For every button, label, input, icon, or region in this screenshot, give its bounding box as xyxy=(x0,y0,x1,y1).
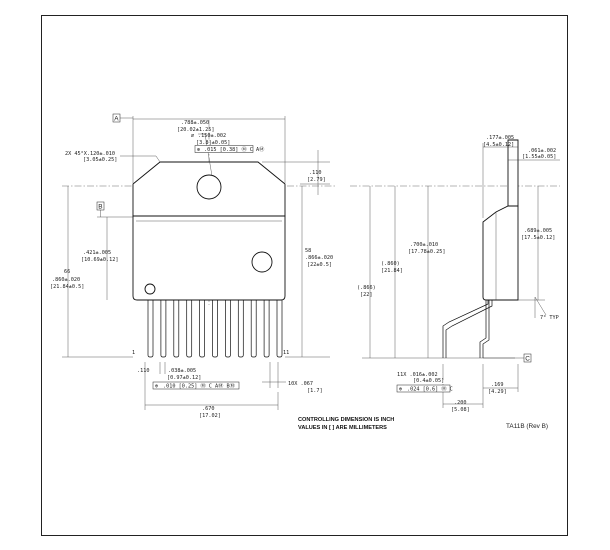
fcf-lead-symbol: ⊕ xyxy=(155,384,158,390)
dim-689: .689±.005 xyxy=(524,228,552,234)
fcf-side-box xyxy=(396,384,451,393)
datum-c-label: C xyxy=(525,355,530,362)
molded-body xyxy=(132,215,286,301)
dim-860-side-mm: [21.84] xyxy=(381,268,403,274)
dim-200: .200 xyxy=(454,400,467,406)
dim-177-mm: [4.5±0.12] xyxy=(483,142,514,148)
side-lead-back xyxy=(482,300,490,358)
note-millimeters: VALUES IN [ ] ARE MILLIMETERS xyxy=(298,425,387,431)
front-view xyxy=(62,120,335,358)
dim-angle: 7° TYP xyxy=(540,315,559,321)
pin-11-label: 11 xyxy=(283,350,289,356)
dim-860: .860±.020 xyxy=(52,277,80,283)
dim-chamfer-mm: [3.05±0.25] xyxy=(83,157,117,163)
dim-421: .421±.005 xyxy=(83,250,111,256)
dim-width: .788±.050 xyxy=(181,120,209,126)
dim-700: .700±.010 xyxy=(410,242,438,248)
dim-chamfer: 2X 45°X.120±.010 xyxy=(65,151,115,157)
fcf-lead: .010 [0.25] Ⓜ C AⓂ BⓂ xyxy=(163,382,235,390)
package-lead xyxy=(186,300,193,358)
package-lead xyxy=(237,300,244,358)
fcf-hole: .015 [0.38] Ⓜ C AⓂ xyxy=(204,145,264,153)
package-lead xyxy=(225,300,231,358)
dim-421-mm: [10.69±0.12] xyxy=(81,257,118,263)
side-lead-front-inner xyxy=(442,300,489,358)
package-lead xyxy=(199,300,205,358)
dim-hole: .150±.002 xyxy=(198,133,226,139)
datum-b-label: B xyxy=(98,203,102,210)
package-lead xyxy=(276,300,283,358)
dim-width-mm: [20.02±1.25] xyxy=(177,127,214,133)
dim-866-side-mm: [22] xyxy=(360,292,373,298)
fcf-hole-box xyxy=(194,145,254,153)
package-lead xyxy=(212,300,218,358)
dim-061: .061±.002 xyxy=(528,148,556,154)
angle-ref-line xyxy=(534,296,547,316)
datum-c-box xyxy=(523,353,532,363)
package-lead xyxy=(250,300,257,358)
note-controlling-dimension: CONTROLLING DIMENSION IS INCH xyxy=(298,417,394,423)
dim-700-mm: [17.78±0.25] xyxy=(408,249,445,255)
side-view xyxy=(350,139,560,358)
dim-lead-width: .038±.005 xyxy=(168,368,196,374)
datum-a-label: A xyxy=(114,115,119,122)
dim-177: .177±.005 xyxy=(486,135,514,141)
fcf-lead-box xyxy=(152,381,240,390)
side-dimension-lines xyxy=(362,143,560,408)
package-lead xyxy=(147,300,154,358)
dim-66: 66 xyxy=(64,269,70,275)
dim-tab-mm: [2.79] xyxy=(307,177,326,183)
dim-11x: 11X .016±.002 xyxy=(397,372,438,378)
dim-tab: .110 xyxy=(309,170,322,176)
dim-866-mm: [22±0.5] xyxy=(307,262,332,268)
dim-10x: 10X .067 xyxy=(288,381,313,387)
dim-689-mm: [17.5±0.12] xyxy=(521,235,555,241)
fcf-side: .024 [0.6] Ⓜ C xyxy=(407,385,453,393)
dim-169: .169 xyxy=(491,382,504,388)
drawing-frame xyxy=(41,15,568,536)
dim-pitch: .110 xyxy=(137,368,150,374)
package-lead xyxy=(160,300,167,358)
dim-860-mm: [21.84±0.5] xyxy=(50,284,84,290)
dim-10x-mm: [1.7] xyxy=(307,388,323,394)
dim-670: .670 xyxy=(202,406,215,412)
side-body xyxy=(482,205,519,301)
ejector-mark-large xyxy=(251,251,273,273)
package-lead xyxy=(263,300,270,358)
side-tab xyxy=(507,139,519,207)
ejector-mark-small xyxy=(144,283,156,295)
package-lead xyxy=(173,300,180,358)
diameter-symbol: ⌀ xyxy=(191,133,194,139)
dim-866: .866±.020 xyxy=(305,255,333,261)
dim-670-mm: [17.02] xyxy=(199,413,221,419)
dim-169-mm: [4.29] xyxy=(488,389,507,395)
drawing-reference: TA11B (Rev B) xyxy=(506,423,548,430)
dim-11x-mm: [0.4±0.05] xyxy=(413,378,444,384)
mounting-hole xyxy=(196,174,222,200)
dim-58: 58 xyxy=(305,248,311,254)
dim-061-mm: [1.55±0.05] xyxy=(522,154,556,160)
front-dimension-lines xyxy=(62,116,330,410)
side-lead-front xyxy=(445,300,493,358)
dim-hole-mm: [3.8]±0.05] xyxy=(196,140,230,146)
dim-860-side: (.860) xyxy=(381,261,400,267)
dim-866-side: (.866) xyxy=(357,285,376,291)
dim-200-mm: [5.08] xyxy=(451,407,470,413)
fcf-side-symbol: ⊕ xyxy=(399,387,402,393)
dim-lead-width-mm: [0.97±0.12] xyxy=(167,375,201,381)
fcf-hole-symbol: ⊕ xyxy=(197,147,200,153)
lead-group xyxy=(147,300,283,358)
side-lead-back-inner xyxy=(479,300,487,358)
pin-1-label: 1 xyxy=(132,350,135,356)
